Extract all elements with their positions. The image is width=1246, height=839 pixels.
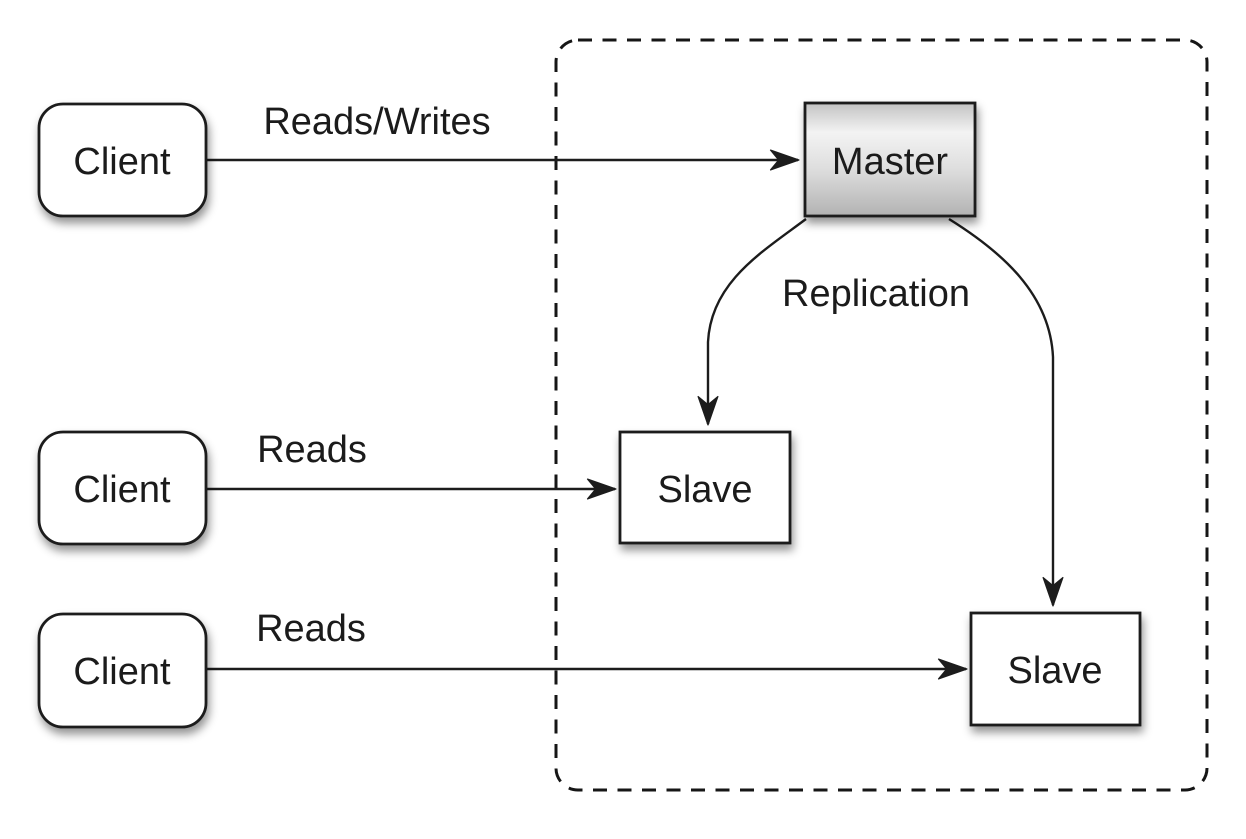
slave-node-2: Slave <box>969 611 1142 727</box>
client-node-3-label: Client <box>73 651 171 693</box>
edge-client2-slave1: Reads <box>207 429 617 500</box>
replication-arrow-left <box>697 218 807 426</box>
replication-group-dashed-border <box>554 38 1209 792</box>
reads-writes-label: Reads/Writes <box>263 101 490 143</box>
edge-client1-master: Reads/Writes <box>207 101 800 171</box>
replication-label: Replication <box>782 273 970 315</box>
slave-node-1-label: Slave <box>657 469 752 511</box>
slave-node-1-box <box>618 430 792 545</box>
reads-label-2: Reads <box>256 608 366 650</box>
client-node-3-box <box>37 612 208 729</box>
client-node-2-label: Client <box>73 469 171 511</box>
slave-node-2-label: Slave <box>1007 650 1102 692</box>
slave-node-2-box <box>969 611 1142 727</box>
client-node-2: Client <box>37 430 208 546</box>
master-node-box <box>803 101 977 218</box>
slave-node-1: Slave <box>618 430 792 545</box>
edge-client3-slave2: Reads <box>207 608 968 680</box>
edge-replication: Replication <box>697 217 1064 607</box>
client-node-2-box <box>37 430 208 546</box>
reads-label-1: Reads <box>257 429 367 471</box>
master-node: Master <box>803 101 977 218</box>
client-node-1-box <box>37 102 208 218</box>
replication-arrow-right <box>948 217 1064 607</box>
client-node-1: Client <box>37 102 208 218</box>
client-node-1-label: Client <box>73 141 171 183</box>
master-node-label: Master <box>832 141 948 183</box>
client-node-3: Client <box>37 612 208 729</box>
